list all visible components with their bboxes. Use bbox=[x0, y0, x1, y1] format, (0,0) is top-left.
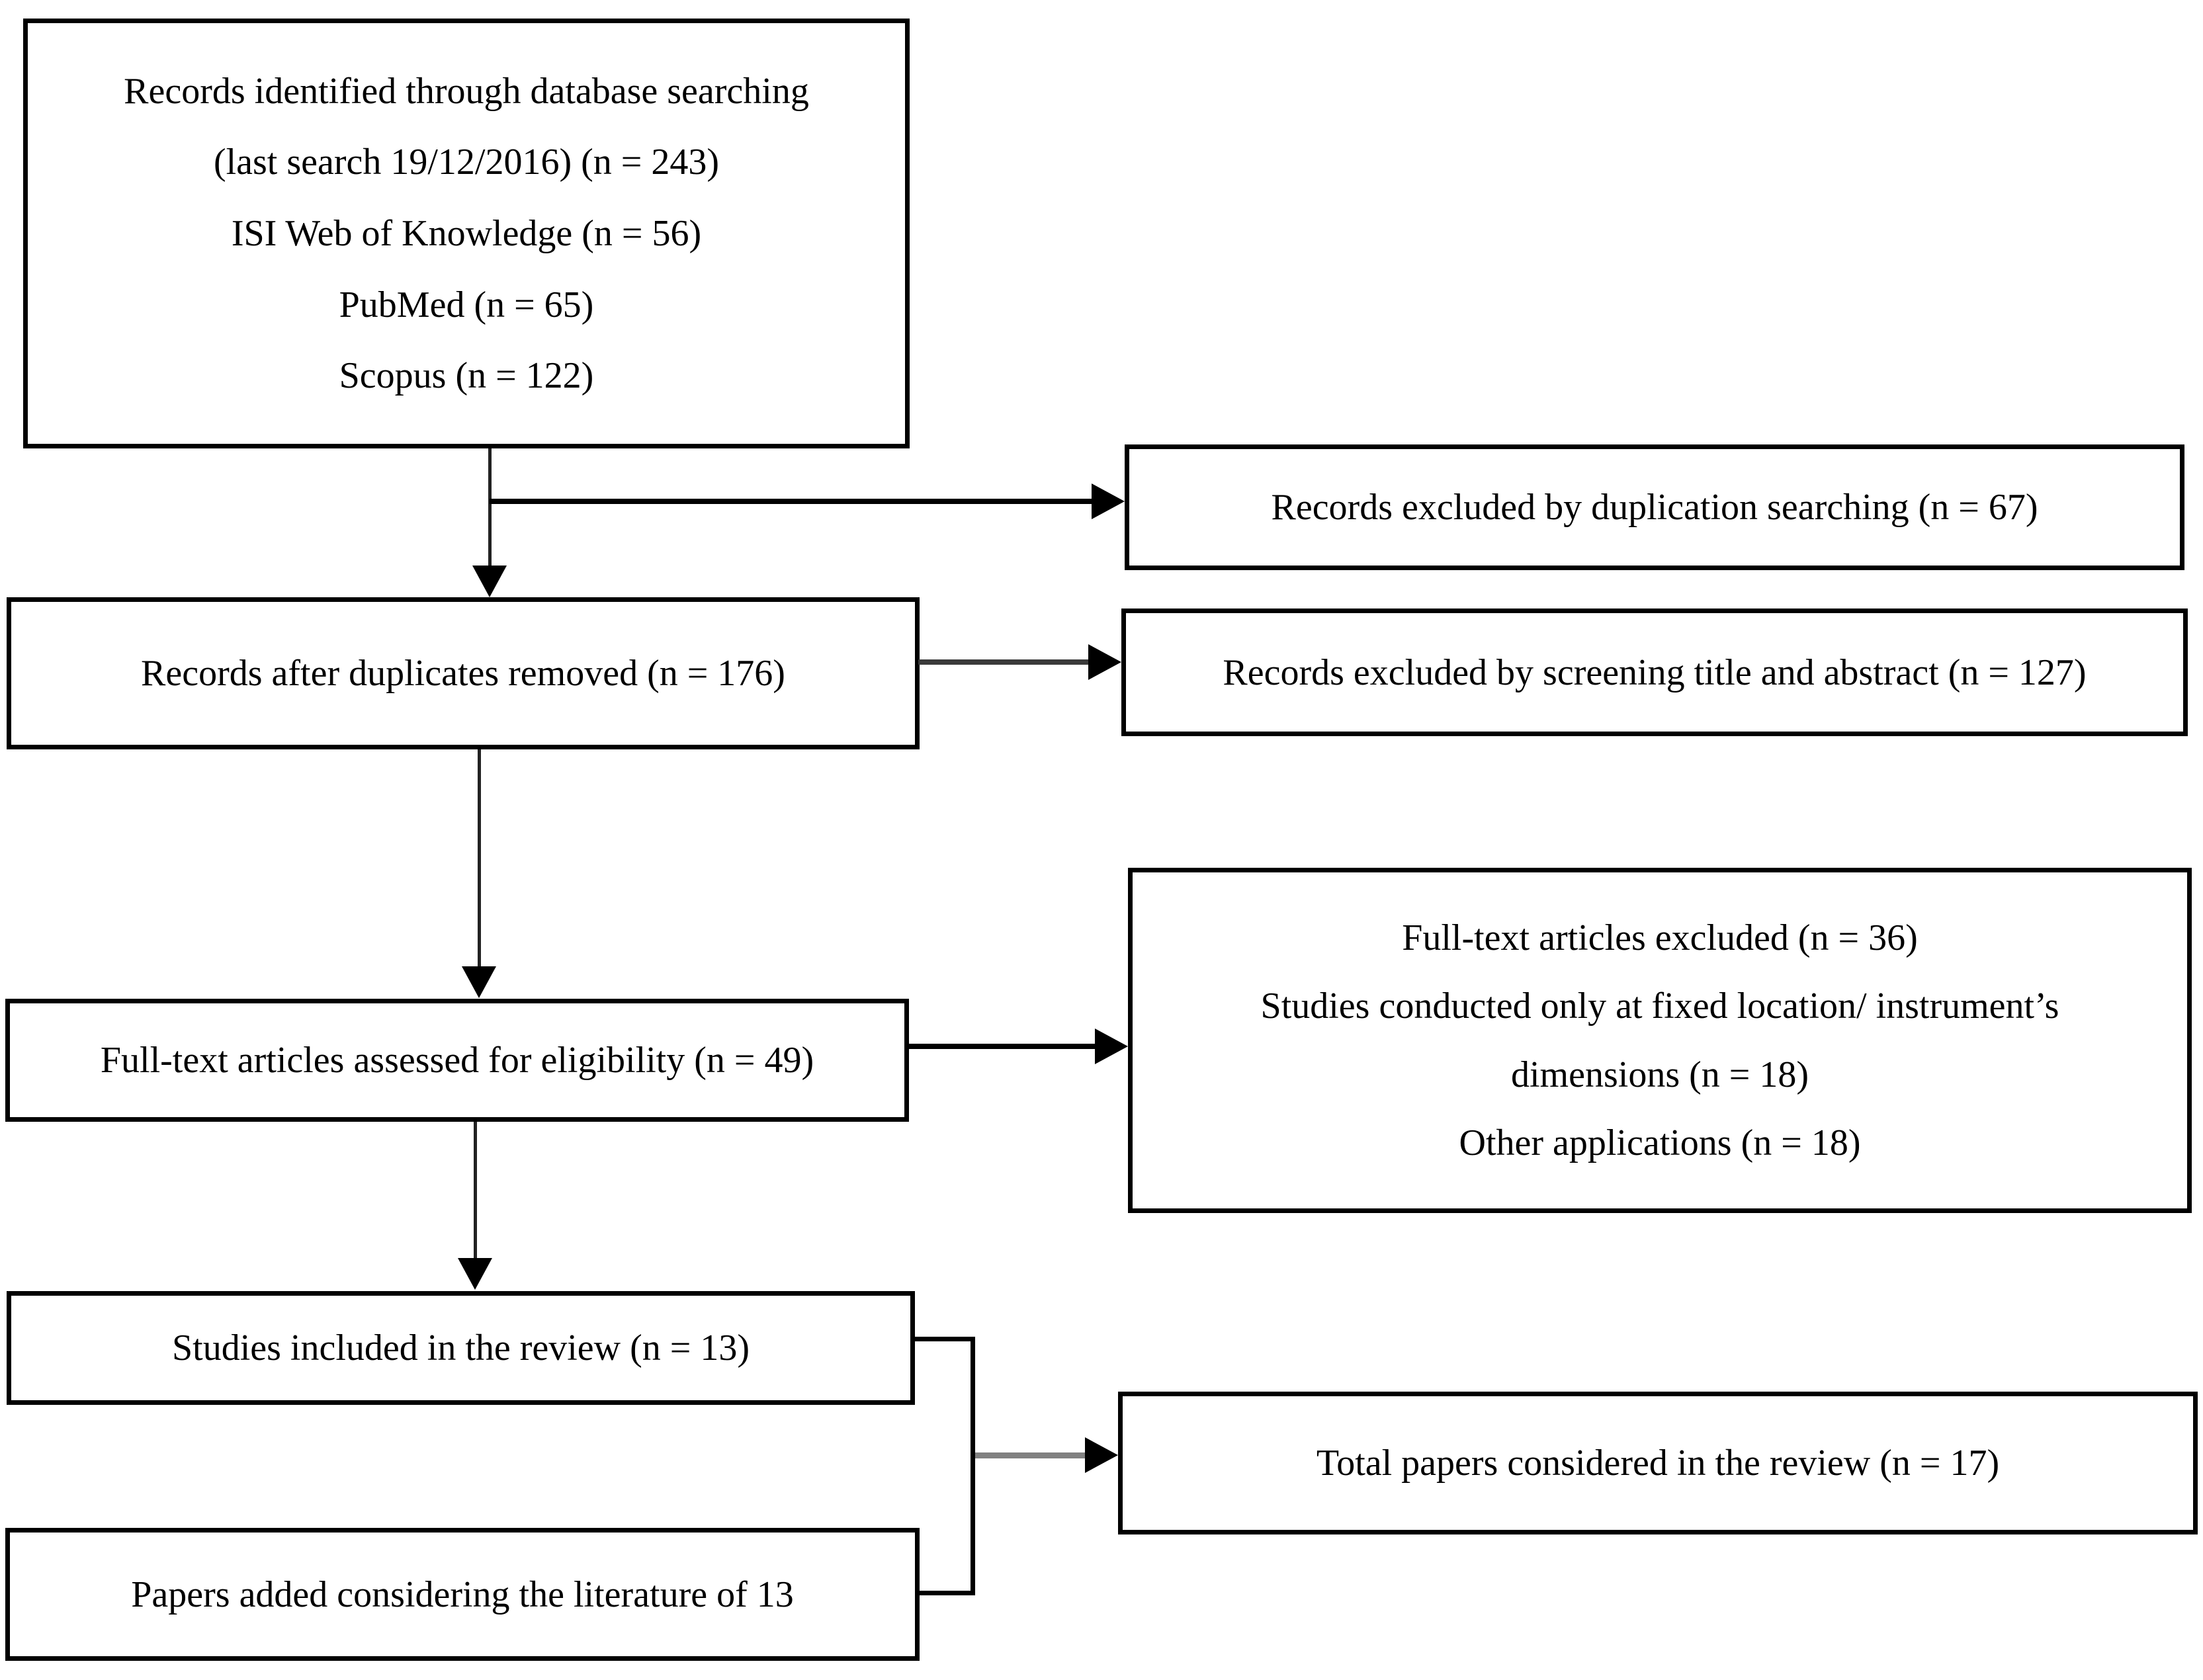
connector-to-excluded-duplication-shaft bbox=[490, 499, 1093, 504]
connector-fulltext-down-arrowhead bbox=[458, 1258, 492, 1290]
box-excluded-duplication: Records excluded by duplication searchin… bbox=[1125, 444, 2184, 570]
records-identified-last-search: (last search 19/12/2016) (n = 243) bbox=[213, 142, 720, 183]
box-fulltext-assessed: Full-text articles assessed for eligibil… bbox=[5, 999, 909, 1122]
connector-merge-vertical bbox=[971, 1337, 975, 1595]
after-duplicates-label: Records after duplicates removed (n = 17… bbox=[141, 653, 785, 694]
connector-fulltext-down-shaft bbox=[474, 1122, 477, 1259]
connector-to-excluded-duplication-arrowhead bbox=[1092, 483, 1125, 519]
fulltext-assessed-label: Full-text articles assessed for eligibil… bbox=[100, 1040, 814, 1081]
box-total-papers: Total papers considered in the review (n… bbox=[1118, 1392, 2198, 1534]
connector-to-fulltext-excluded-shaft bbox=[908, 1044, 1096, 1049]
fulltext-excluded-reason1b: dimensions (n = 18) bbox=[1511, 1054, 1809, 1095]
connector-to-excluded-screening-arrowhead bbox=[1088, 644, 1121, 680]
connector-after-duplicates-down-shaft bbox=[478, 749, 481, 968]
box-records-identified: Records identified through database sear… bbox=[23, 19, 910, 448]
box-papers-added: Papers added considering the literature … bbox=[5, 1528, 920, 1661]
connector-identification-down-shaft bbox=[488, 448, 492, 567]
total-papers-label: Total papers considered in the review (n… bbox=[1316, 1443, 2000, 1484]
connector-to-total-shaft bbox=[975, 1452, 1088, 1458]
studies-included-label: Studies included in the review (n = 13) bbox=[172, 1327, 750, 1368]
excluded-screening-label: Records excluded by screening title and … bbox=[1223, 651, 2087, 693]
records-identified-pubmed: PubMed (n = 65) bbox=[339, 284, 594, 325]
connector-to-fulltext-excluded-arrowhead bbox=[1095, 1029, 1128, 1064]
papers-added-label: Papers added considering the literature … bbox=[131, 1574, 794, 1615]
fulltext-excluded-title: Full-text articles excluded (n = 36) bbox=[1402, 917, 1918, 958]
fulltext-excluded-reason1: Studies conducted only at fixed location… bbox=[1260, 986, 2059, 1027]
records-identified-isi: ISI Web of Knowledge (n = 56) bbox=[231, 212, 702, 254]
fulltext-excluded-reason2: Other applications (n = 18) bbox=[1459, 1122, 1861, 1164]
box-excluded-screening: Records excluded by screening title and … bbox=[1121, 609, 2188, 736]
connector-studies-right-stub bbox=[915, 1337, 975, 1341]
records-identified-title: Records identified through database sear… bbox=[124, 70, 809, 112]
connector-after-duplicates-down-arrowhead bbox=[462, 966, 496, 998]
records-identified-scopus: Scopus (n = 122) bbox=[339, 355, 594, 397]
box-fulltext-excluded: Full-text articles excluded (n = 36) Stu… bbox=[1128, 868, 2192, 1213]
excluded-duplication-label: Records excluded by duplication searchin… bbox=[1271, 487, 2038, 528]
connector-papers-right-stub bbox=[920, 1591, 975, 1595]
box-studies-included: Studies included in the review (n = 13) bbox=[7, 1291, 915, 1405]
box-after-duplicates: Records after duplicates removed (n = 17… bbox=[7, 597, 920, 749]
connector-to-excluded-screening-shaft bbox=[918, 659, 1090, 665]
connector-to-total-arrowhead bbox=[1085, 1437, 1118, 1473]
connector-identification-down-arrowhead bbox=[472, 566, 507, 597]
